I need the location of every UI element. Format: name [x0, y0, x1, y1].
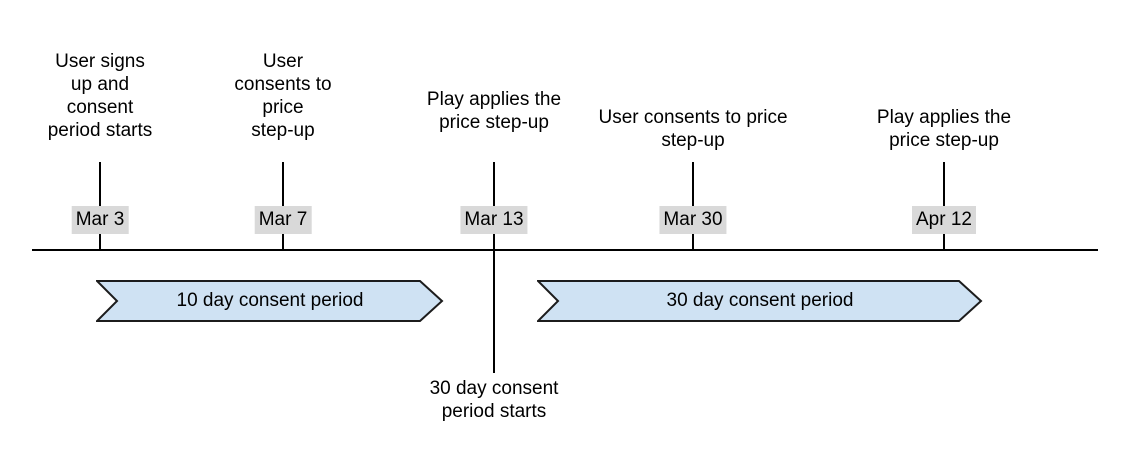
event-description-apply-1: Play applies the price step-up [426, 89, 562, 133]
consent-period-arrow-30day: 30 day consent period [537, 280, 983, 322]
consent-period-arrow-10day: 10 day consent period [96, 280, 444, 322]
event-tick-mar13 [493, 162, 495, 373]
event-description-consent-1: User consents to price step-up [234, 51, 332, 141]
event-description-signup: User signs up and consent period starts [47, 51, 153, 141]
timeline-axis [32, 249, 1098, 251]
arrow-banner-shape [96, 280, 444, 322]
period-label-30day: 30 day consent period [666, 290, 854, 311]
event-date-badge-mar13: Mar 13 [460, 206, 528, 234]
event-note-30day-period-starts: 30 day consent period starts [429, 378, 559, 422]
event-date-badge-mar3: Mar 3 [71, 206, 129, 234]
event-date-badge-apr12: Apr 12 [912, 206, 976, 234]
event-date-badge-mar7: Mar 7 [254, 206, 312, 234]
event-description-apply-2: Play applies the price step-up [876, 107, 1012, 151]
event-description-consent-2: User consents to price step-up [598, 107, 788, 151]
period-label-10day: 10 day consent period [176, 290, 364, 311]
arrow-banner-shape [537, 280, 983, 322]
event-date-badge-mar30: Mar 30 [659, 206, 727, 234]
